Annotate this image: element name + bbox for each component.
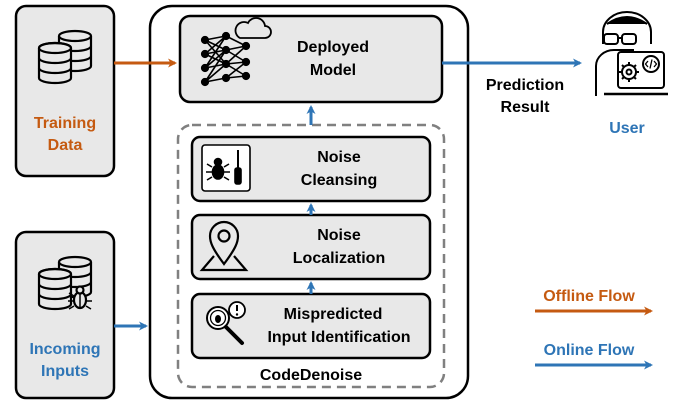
incoming-inputs-label-line2: Inputs	[41, 363, 89, 380]
user-label: User	[609, 120, 645, 137]
database-icon	[37, 29, 93, 85]
training-data-box: Training Data	[14, 4, 116, 178]
deployed-model-box: Deployed Model	[178, 14, 444, 104]
map-pin-icon	[199, 220, 249, 272]
training-data-label-line2: Data	[48, 137, 83, 154]
deployed-model-label-line2: Model	[310, 62, 356, 79]
noise-localization-box: Noise Localization	[190, 213, 432, 281]
noise-cleansing-label-line1: Noise	[317, 149, 361, 166]
prediction-result-label-line1: Prediction	[486, 77, 564, 94]
noise-cleansing-label-line2: Cleansing	[301, 172, 377, 189]
prediction-result-label-line2: Result	[501, 99, 551, 116]
legend-online-label: Online Flow	[544, 342, 635, 359]
incoming-inputs-label-line1: Incoming	[29, 341, 100, 358]
training-data-label-line1: Training	[34, 115, 96, 132]
input-identification-label-line2: Input Identification	[267, 329, 410, 346]
codedenoise-label: CodeDenoise	[260, 367, 362, 384]
magnifier-bug-icon	[206, 301, 246, 345]
database-bug-icon	[37, 255, 93, 311]
input-identification-label-line1: Mispredicted	[284, 306, 383, 323]
neural-network-cloud-icon	[200, 17, 272, 87]
incoming-inputs-box: Incoming Inputs	[14, 230, 116, 400]
developer-user-icon	[595, 11, 668, 96]
input-identification-box: Mispredicted Input Identification	[190, 292, 432, 360]
noise-localization-label-line1: Noise	[317, 227, 361, 244]
deployed-model-label-line1: Deployed	[297, 39, 369, 56]
legend-offline-label: Offline Flow	[543, 288, 635, 305]
noise-cleansing-box: Noise Cleansing	[190, 135, 432, 203]
bug-tool-icon	[201, 144, 251, 192]
noise-localization-label-line2: Localization	[293, 250, 385, 267]
legend: Offline Flow Online Flow	[535, 288, 653, 370]
codedenoise-group	[176, 123, 446, 389]
